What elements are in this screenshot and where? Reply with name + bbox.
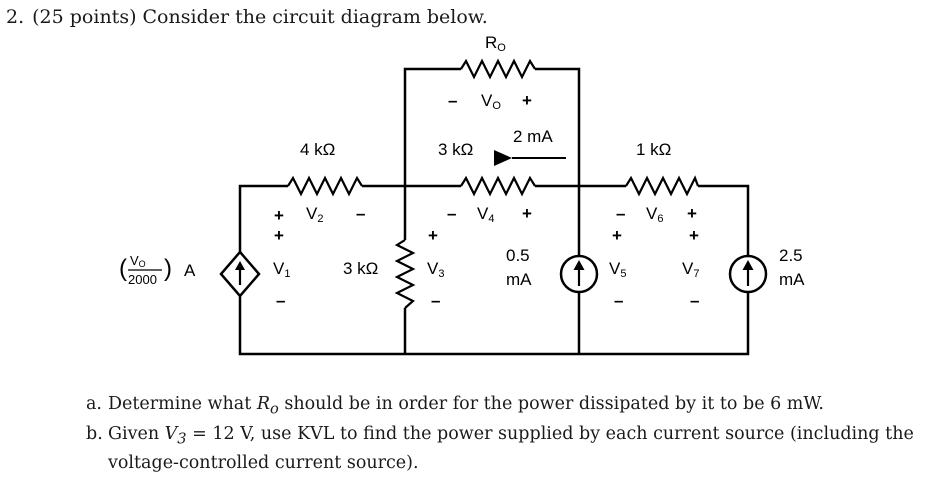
current-2.5ma-unit: mA (779, 270, 805, 289)
current-source-2.5ma (728, 254, 768, 294)
circuit-diagram: RO – VO + 4 kΩ 3 kΩ 2 mA 1 kΩ + V2 – – V… (119, 33, 805, 356)
question-letter: b. (86, 423, 103, 444)
v7-plus: + (689, 226, 699, 245)
v6-plus: + (687, 204, 697, 223)
math-subscript: o (270, 400, 279, 418)
v2-minus: – (356, 204, 365, 223)
dep-numerator: VO (130, 253, 146, 269)
resistor-1k (625, 175, 700, 197)
resistor-3k-vertical (394, 239, 416, 309)
v5-label: V5 (609, 259, 626, 280)
resistor-3k-vertical-label: 3 kΩ (343, 259, 378, 278)
resistor-3k-top (460, 175, 536, 197)
dependent-current-source (219, 250, 261, 298)
v3-plus: + (428, 226, 438, 245)
math-symbol: R (256, 394, 270, 414)
v3-minus: – (431, 291, 440, 310)
vo-minus: – (448, 91, 457, 110)
left-paren: ( (119, 255, 127, 282)
resistor-3k-top-label: 3 kΩ (438, 140, 473, 159)
current-2.5ma-value: 2.5 (779, 246, 803, 265)
resistor-4k (287, 175, 363, 197)
question-list: a. Determine what Ro should be in order … (86, 392, 928, 475)
resistor-4k-label: 4 kΩ (300, 140, 335, 159)
math-variable: Ro (256, 394, 279, 418)
dependent-source-label: ( VO 2000 ) A (119, 253, 196, 287)
question-text: should be in order for the power dissipa… (278, 394, 824, 414)
vo-label: VO (481, 91, 501, 112)
problem-heading: 2. (25 points) Consider the circuit diagr… (6, 6, 488, 28)
problem-text: (25 points) Consider the circuit diagram… (32, 6, 488, 28)
v3-label: V3 (427, 259, 444, 280)
question-b: b. Given V3 = 12 V, use KVL to find the … (86, 422, 928, 476)
v2-label: V2 (306, 204, 323, 225)
v2-plus: + (274, 206, 284, 225)
v6-label: V6 (646, 204, 663, 225)
v1-minus: – (276, 291, 285, 310)
v4-plus: + (522, 204, 532, 223)
resistor-ro (460, 58, 536, 80)
math-variable: V3 (164, 423, 187, 448)
right-paren: ) (164, 255, 172, 282)
v4-label: V4 (477, 204, 494, 225)
v7-label: V7 (682, 259, 699, 280)
v6-minus: – (616, 204, 625, 223)
v5-plus: + (612, 226, 622, 245)
ro-label: RO (485, 33, 506, 54)
question-text: Determine what (108, 394, 257, 414)
v1-label: V1 (273, 259, 290, 280)
current-0.5ma-unit: mA (506, 270, 532, 289)
v5-minus: – (614, 291, 623, 310)
v1-plus: + (274, 226, 284, 245)
dep-unit: A (184, 261, 196, 280)
question-a: a. Determine what Ro should be in order … (86, 392, 928, 422)
question-letter: a. (86, 394, 102, 414)
question-text: Given (108, 423, 165, 444)
dep-denominator: 2000 (128, 272, 157, 287)
math-symbol: V (164, 423, 178, 444)
circuit-wires (238, 67, 750, 356)
v4-minus: – (447, 204, 456, 223)
current-source-0.5ma (559, 254, 599, 294)
current-0.5ma-value: 0.5 (506, 246, 530, 265)
vo-plus: + (522, 91, 532, 110)
problem-number: 2. (6, 6, 25, 28)
v7-minus: – (690, 291, 699, 310)
resistor-1k-label: 1 kΩ (636, 140, 671, 159)
current-2ma-label: 2 mA (513, 127, 553, 146)
math-subscript: 3 (177, 430, 187, 447)
question-text: = 12 V, use KVL to find the power suppli… (108, 423, 914, 474)
